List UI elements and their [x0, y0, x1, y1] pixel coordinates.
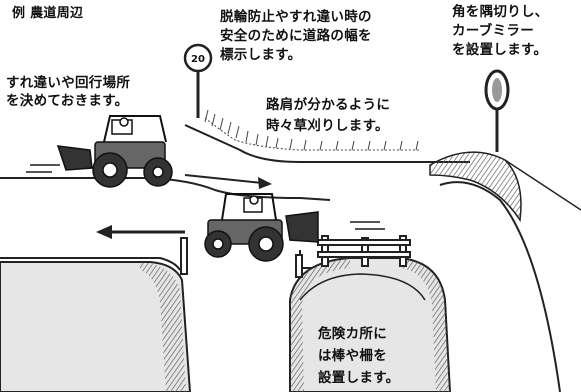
note-passing-area: すれ違いや回行場所 を決めておきます。	[6, 75, 131, 109]
shoulder-grass	[204, 109, 420, 151]
motion-lines	[26, 164, 385, 230]
note-shoulder-mowing: 路肩が分かるように 時々草刈りします。	[266, 97, 391, 134]
speed-limit-value: 20	[191, 54, 205, 65]
example-title: 例 農道周辺	[12, 6, 84, 21]
speed-limit-sign: 20	[183, 43, 213, 118]
tractor-left	[56, 115, 173, 188]
direction-arrows	[96, 174, 272, 239]
note-road-width: 脱輪防止やすれ違い時の 安全のために道路の幅を 標示します。	[220, 9, 372, 63]
curve-mirror	[484, 69, 510, 152]
left-curb-block	[0, 261, 192, 392]
corner-cut	[429, 151, 581, 223]
tractor-center	[204, 193, 319, 262]
note-corner-mirror: 角を隅切りし、 カーブミラー を設置します。	[452, 4, 549, 58]
delineator-posts	[180, 237, 303, 278]
note-danger-posts: 危険カ所に は棒や柵を 設置します。	[318, 326, 400, 386]
center-curb-block	[289, 257, 452, 392]
